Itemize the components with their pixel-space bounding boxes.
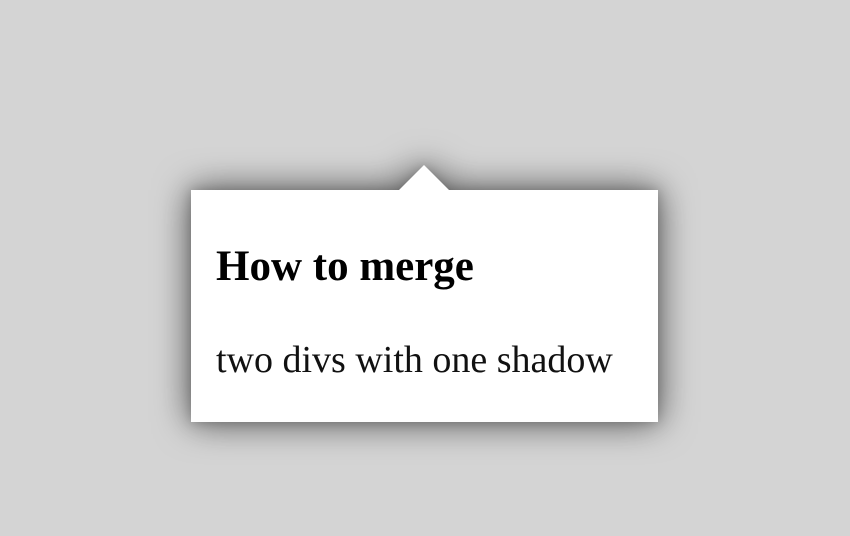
tooltip-title: How to merge <box>216 243 474 290</box>
tooltip-text: two divs with one shadow <box>216 339 613 381</box>
tooltip-card: How to merge two divs with one shadow <box>191 190 658 422</box>
tooltip-popover: How to merge two divs with one shadow <box>191 165 658 422</box>
tooltip-arrow <box>399 165 449 190</box>
